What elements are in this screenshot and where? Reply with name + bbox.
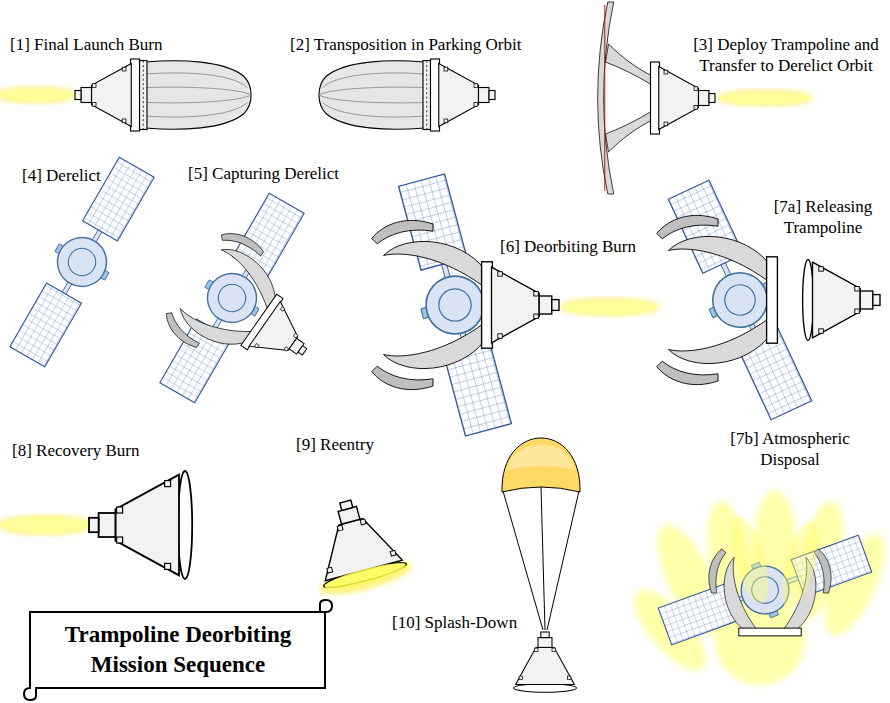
step-label: [8] Recovery Burn bbox=[12, 440, 182, 461]
reentry-capsule bbox=[299, 489, 414, 601]
derelict-satellite bbox=[2, 153, 161, 371]
atmospheric-disposal bbox=[623, 490, 890, 685]
step-label: [1] Final Launch Burn bbox=[10, 34, 200, 55]
step-label: [2] Transposition in Parking Orbit bbox=[290, 34, 550, 55]
step-label: [6] Deorbiting Burn bbox=[500, 236, 660, 257]
title-scroll bbox=[24, 600, 332, 700]
step-label: [7b] Atmospheric Disposal bbox=[720, 428, 860, 470]
step-label: [9] Reentry bbox=[296, 434, 406, 455]
parking-orbit-vehicle bbox=[319, 59, 495, 131]
step-label: [3] Deploy Trampoline and Transfer to De… bbox=[686, 34, 886, 76]
launch-vehicle bbox=[0, 59, 251, 131]
step-label: [10] Splash-Down bbox=[392, 612, 532, 633]
recovery-burn-capsule bbox=[0, 471, 192, 579]
step-label: [5] Capturing Derelict bbox=[188, 163, 368, 184]
deorbit-burn-scene bbox=[372, 171, 660, 438]
trampoline-deployed bbox=[598, 2, 813, 194]
capture-scene bbox=[152, 189, 339, 407]
parachute-capsule bbox=[502, 438, 580, 692]
step-label: [4] Derelict bbox=[22, 165, 102, 186]
step-label: [7a] Releasing Trampoline bbox=[762, 196, 884, 238]
diagram-title: Trampoline Deorbiting Mission Sequence bbox=[48, 620, 308, 680]
